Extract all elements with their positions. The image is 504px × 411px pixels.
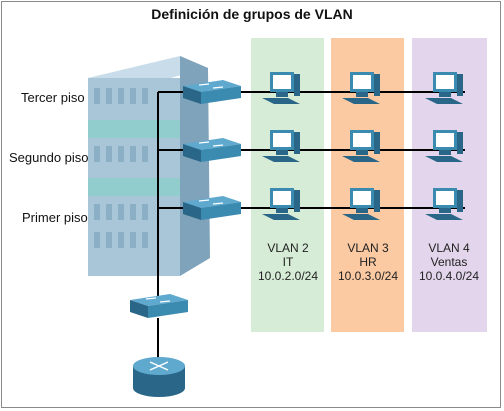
- floor-label-second: Segundo piso: [9, 150, 89, 165]
- switch-icon: [183, 138, 241, 162]
- pc-icon: [342, 188, 380, 220]
- vlan-name: VLAN 3: [347, 241, 389, 255]
- pc-icon: [262, 188, 300, 220]
- vlan4-label: VLAN 4 Ventas 10.0.4.0/24: [412, 241, 486, 283]
- vlan-subnet: 10.0.3.0/24: [337, 269, 399, 283]
- vlan-dept: IT: [282, 255, 294, 269]
- pc-icon: [342, 72, 380, 104]
- pc-icon: [425, 72, 463, 104]
- switch-icon: [183, 196, 241, 220]
- vlan-name: VLAN 4: [428, 241, 470, 255]
- floor-label-first: Primer piso: [22, 210, 88, 225]
- pc-icon: [342, 130, 380, 162]
- diagram-title: Definición de grupos de VLAN: [151, 6, 353, 22]
- floor-label-third: Tercer piso: [21, 90, 85, 105]
- vlan3-label: VLAN 3 HR 10.0.3.0/24: [331, 241, 405, 283]
- switch-icon: [183, 80, 241, 104]
- vlan-dept: Ventas: [430, 255, 468, 269]
- pc-icon: [425, 130, 463, 162]
- building-icon: [88, 56, 210, 276]
- vlan-name: VLAN 2: [267, 241, 309, 255]
- vlan2-label: VLAN 2 IT 10.0.2.0/24: [251, 241, 325, 283]
- vlan-dept: HR: [359, 255, 377, 269]
- network-links: [157, 91, 465, 366]
- pc-icon: [425, 188, 463, 220]
- pc-icon: [262, 72, 300, 104]
- pc-group: [262, 72, 463, 220]
- router-icon: [133, 357, 185, 397]
- pc-icon: [262, 130, 300, 162]
- vlan-subnet: 10.0.4.0/24: [418, 269, 480, 283]
- vlan-subnet: 10.0.2.0/24: [257, 269, 319, 283]
- switch-icon: [130, 294, 188, 318]
